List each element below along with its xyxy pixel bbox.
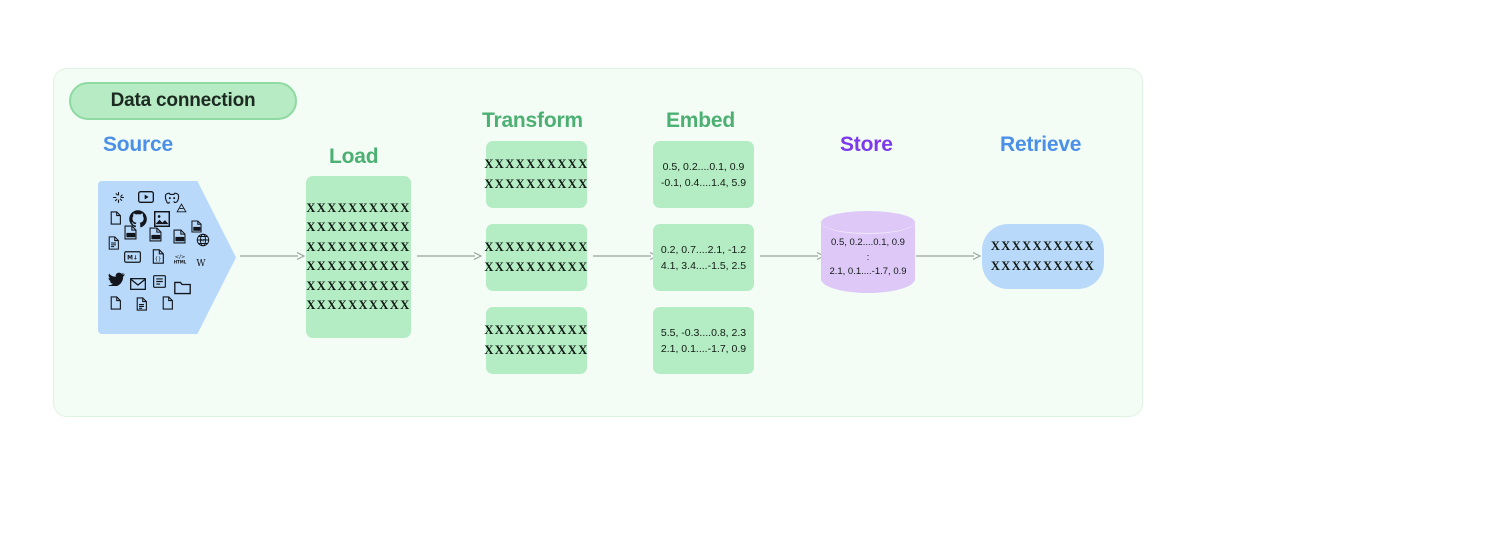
svg-text:HTML: HTML [174,260,187,265]
arrow-source-to-load [240,251,306,261]
svg-text:{}: {} [155,257,162,263]
notes-icon [153,275,166,288]
data-connection-badge: Data connection [69,82,297,120]
source-icon-grid: CSV PDF DO [106,189,218,326]
svg-text:CSV: CSV [194,227,200,231]
folder-icon [174,281,191,295]
heading-load: Load [329,145,379,168]
embed-vector-row: 0.5, 0.2....0.1, 0.9 [662,160,745,173]
file-icon-3 [162,296,173,310]
wikipedia-icon: W [194,257,208,269]
file-icon-1 [110,296,121,310]
transform-chunk-box: XXXXXXXXXX XXXXXXXXXX [484,141,589,208]
heading-source: Source [103,133,173,156]
svg-text:TXT: TXT [176,237,183,241]
svg-text:W: W [196,259,206,269]
transform-chunk-box: XXXXXXXXXX XXXXXXXXXX [484,307,589,374]
retrieve-box: XXXXXXXXXX XXXXXXXXXX [982,224,1104,289]
transform-row: XXXXXXXXXX [484,240,589,254]
load-row: XXXXXXXXXX [306,278,411,293]
heading-retrieve: Retrieve [1000,133,1082,156]
store-vector-text: 0.5, 0.2....0.1, 0.9 : 2.1, 0.1....-1.7,… [821,236,915,280]
slack-icon [112,191,125,204]
embed-vector-box: 0.5, 0.2....0.1, 0.9 -0.1, 0.4....1.4, 5… [653,141,754,208]
load-box: XXXXXXXXXX XXXXXXXXXX XXXXXXXXXX XXXXXXX… [306,176,411,338]
json-file-icon: {} [152,249,164,264]
arrow-embed-to-store [760,251,826,261]
embed-vector-row: 2.1, 0.1....-1.7, 0.9 [660,342,747,355]
transform-row: XXXXXXXXXX [484,176,589,191]
transform-row: XXXXXXXXXX [484,342,589,357]
svg-text:M↓: M↓ [127,255,138,262]
text-document-icon [108,236,119,250]
heading-store: Store [840,133,893,156]
svg-text:PDF: PDF [128,233,134,237]
load-row: XXXXXXXXXX [306,239,411,254]
data-connection-panel: Data connection Source Load Transform Em… [53,68,1143,417]
embed-vector-row: -0.1, 0.4....1.4, 5.9 [660,176,747,189]
html-code-icon: </> HTML [172,252,188,266]
load-row: XXXXXXXXXX [306,298,411,312]
svg-text:</>: </> [175,254,186,260]
doc-file-icon: DOC [148,227,163,242]
document-icon [110,211,121,225]
badge-label: Data connection [110,90,256,111]
markdown-icon: M↓ [124,251,141,263]
heading-transform: Transform [482,109,583,132]
google-drive-icon [176,203,187,214]
load-row: XXXXXXXXXX [306,259,411,273]
load-row: XXXXXXXXXX [306,200,411,215]
store-row: 2.1, 0.1....-1.7, 0.9 [829,266,907,277]
embed-vector-row: 4.1, 3.4....-1.5, 2.5 [660,259,747,272]
store-cylinder: 0.5, 0.2....0.1, 0.9 : 2.1, 0.1....-1.7,… [821,211,915,304]
api-globe-icon: API [196,233,210,247]
svg-text:API: API [200,238,206,243]
email-icon [130,278,146,290]
embed-vector-row: 0.2, 0.7....2.1, -1.2 [660,243,747,256]
image-icon [154,211,170,227]
twitter-icon [108,272,125,286]
retrieve-row: XXXXXXXXXX [990,258,1096,273]
transform-row: XXXXXXXXXX [484,157,589,171]
embed-vector-row: 5.5, -0.3....0.8, 2.3 [660,326,747,339]
cylinder-top [821,211,915,234]
arrow-store-to-retrieve [916,251,982,261]
store-row: 0.5, 0.2....0.1, 0.9 [831,237,905,248]
embed-vector-box: 5.5, -0.3....0.8, 2.3 2.1, 0.1....-1.7, … [653,307,754,374]
txt-file-icon: TXT [172,229,187,244]
arrow-load-to-transform [417,251,483,261]
transform-row: XXXXXXXXXX [484,323,589,337]
transform-row: XXXXXXXXXX [484,259,589,274]
svg-text:DOC: DOC [152,235,160,239]
transform-chunk-box: XXXXXXXXXX XXXXXXXXXX [484,224,589,291]
load-row: XXXXXXXXXX [306,220,411,234]
csv-file-icon: CSV [190,220,203,233]
source-shape: CSV PDF DO [98,181,236,334]
store-row: : [866,251,870,263]
heading-embed: Embed [666,109,736,132]
arrow-transform-to-embed [593,251,659,261]
pdf-file-icon: PDF [123,225,138,240]
discord-icon [164,191,180,204]
embed-vector-box: 0.2, 0.7....2.1, -1.2 4.1, 3.4....-1.5, … [653,224,754,291]
retrieve-row: XXXXXXXXXX [990,239,1096,253]
file-icon-2 [136,297,147,311]
youtube-icon [138,191,154,203]
github-icon [128,209,148,229]
